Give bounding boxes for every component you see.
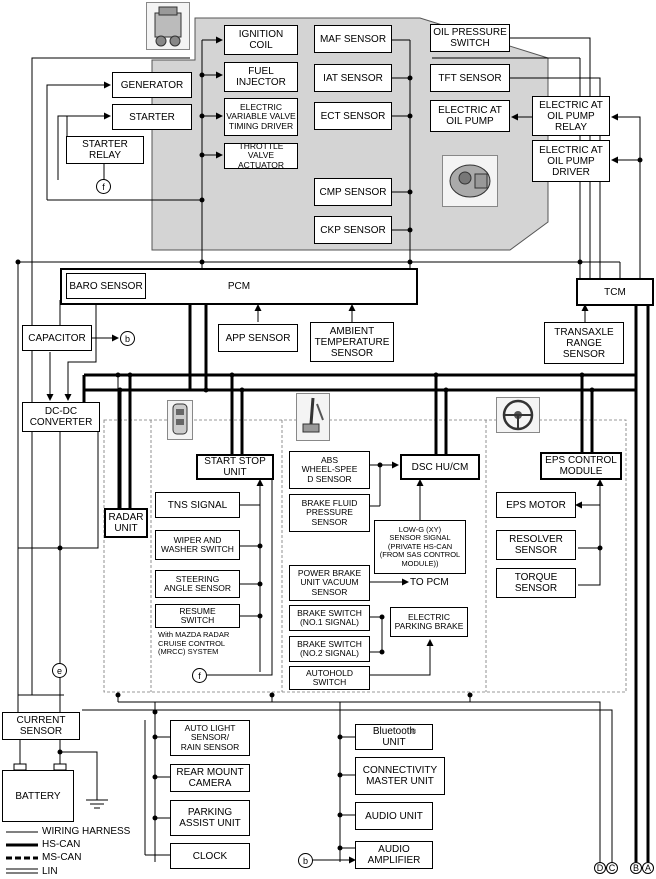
electric-at-oil-pump-driver-box: ELECTRIC AT OIL PUMP DRIVER xyxy=(532,140,610,182)
connectivity-master-unit-box: CONNECTIVITY MASTER UNIT xyxy=(355,757,445,795)
bluetooth-unit-label: Bluetooth UNIT xyxy=(372,726,416,748)
clock-box: CLOCK xyxy=(170,843,250,869)
dashed-zone-chassis xyxy=(103,419,627,693)
to-pcm-label: TO PCM xyxy=(410,577,449,588)
brake-fluid-pressure-sensor-box: BRAKE FLUID PRESSURE SENSOR xyxy=(289,494,370,532)
capacitor-box: CAPACITOR xyxy=(22,325,92,351)
engine-icon xyxy=(146,2,190,50)
starter-box: STARTER xyxy=(112,104,192,130)
eps-motor-box: EPS MOTOR xyxy=(496,492,576,518)
oil-pressure-switch-box: OIL PRESSURE SWITCH xyxy=(430,24,510,52)
eps-control-module-box: EPS CONTROL MODULE xyxy=(540,452,622,480)
connector-f-top: f xyxy=(96,179,111,194)
ckp-sensor-box: CKP SENSOR xyxy=(314,216,392,244)
key-fob-icon xyxy=(167,400,193,440)
pcm-label: PCM xyxy=(227,281,251,292)
resume-switch-box: RESUME SWITCH xyxy=(155,604,240,628)
auto-light-rain-sensor-box: AUTO LIGHT SENSOR/ RAIN SENSOR xyxy=(170,720,250,756)
bluetooth-unit-box: Bluetooth UNIT ® xyxy=(355,724,433,750)
legend-wiring-harness: WIRING HARNESS xyxy=(42,826,131,837)
radar-unit-box: RADAR UNIT xyxy=(104,508,148,538)
transmission-icon xyxy=(442,155,498,207)
battery-box: BATTERY xyxy=(2,770,74,822)
ect-sensor-box: ECT SENSOR xyxy=(314,102,392,130)
start-stop-unit-box: START STOP UNIT xyxy=(196,454,274,480)
brake-switch-1-box: BRAKE SWITCH (NO.1 SIGNAL) xyxy=(289,605,370,631)
brake-switch-2-box: BRAKE SWITCH (NO.2 SIGNAL) xyxy=(289,636,370,662)
audio-unit-box: AUDIO UNIT xyxy=(355,802,433,830)
dsc-hu-cm-box: DSC HU/CM xyxy=(400,454,480,480)
autohold-switch-box: AUTOHOLD SWITCH xyxy=(289,666,370,690)
maf-sensor-box: MAF SENSOR xyxy=(314,25,392,53)
steering-wheel-icon xyxy=(496,397,540,433)
junction-dots xyxy=(15,72,643,851)
electric-at-oil-pump-relay-box: ELECTRIC AT OIL PUMP RELAY xyxy=(532,96,610,136)
tns-signal-box: TNS SIGNAL xyxy=(155,492,240,518)
generator-box: GENERATOR xyxy=(112,72,192,98)
throttle-valve-box: THROTTLE VALVE ACTUATOR xyxy=(224,141,298,170)
parking-assist-unit-box: PARKING ASSIST UNIT xyxy=(170,800,250,836)
audio-amplifier-box: AUDIO AMPLIFIER xyxy=(355,841,433,869)
abs-wheel-speed-sensor-box: ABS WHEEL-SPEE D SENSOR xyxy=(289,451,370,489)
connector-b-top: b xyxy=(120,331,135,346)
brake-pedal-icon xyxy=(296,393,330,441)
legend-hs-can: HS-CAN xyxy=(42,839,81,850)
electric-at-oil-pump-box: ELECTRIC AT OIL PUMP xyxy=(430,100,510,132)
ignition-coil-box: IGNITION COIL xyxy=(224,25,298,55)
transaxle-range-sensor-box: TRANSAXLE RANGE SENSOR xyxy=(544,322,624,364)
legend-lines xyxy=(6,831,38,874)
low-g-sensor-signal-box: LOW-G (XY) SENSOR SIGNAL (PRIVATE HS-CAN… xyxy=(374,520,466,574)
ambient-temp-sensor-box: AMBIENT TEMPERATURE SENSOR xyxy=(310,322,394,362)
legend-lin: LIN xyxy=(42,866,58,877)
iat-sensor-box: IAT SENSOR xyxy=(314,64,392,92)
connector-f-bottom: f xyxy=(192,668,207,683)
starter-relay-box: STARTER RELAY xyxy=(66,136,144,164)
tft-sensor-box: TFT SENSOR xyxy=(430,64,510,92)
resolver-sensor-box: RESOLVER SENSOR xyxy=(496,530,576,560)
cmp-sensor-box: CMP SENSOR xyxy=(314,178,392,206)
app-sensor-box: APP SENSOR xyxy=(218,324,298,352)
baro-sensor-box: BARO SENSOR xyxy=(66,273,146,299)
torque-sensor-box: TORQUE SENSOR xyxy=(496,568,576,598)
tcm-box: TCM xyxy=(576,278,654,306)
terminal-D: D xyxy=(594,862,606,874)
connector-b-bottom: b xyxy=(298,853,313,868)
mrcc-note: With MAZDA RADAR CRUISE CONTROL (MRCC) S… xyxy=(158,630,230,656)
terminal-B: B xyxy=(630,862,642,874)
power-brake-vacuum-sensor-box: POWER BRAKE UNIT VACUUM SENSOR xyxy=(289,565,370,601)
connector-e: e xyxy=(52,663,67,678)
legend-ms-can: MS-CAN xyxy=(42,852,82,863)
electric-parking-brake-box: ELECTRIC PARKING BRAKE xyxy=(390,607,468,637)
terminal-A: A xyxy=(642,862,654,874)
wiper-washer-switch-box: WIPER AND WASHER SWITCH xyxy=(155,530,240,560)
current-sensor-box: CURRENT SENSOR xyxy=(2,712,80,740)
terminal-C: C xyxy=(606,862,618,874)
fuel-injector-box: FUEL INJECTOR xyxy=(224,62,298,92)
steering-angle-sensor-box: STEERING ANGLE SENSOR xyxy=(155,570,240,598)
evvt-driver-box: ELECTRIC VARIABLE VALVE TIMING DRIVER xyxy=(224,98,298,136)
registered-mark-icon: ® xyxy=(411,729,417,736)
dc-dc-converter-box: DC-DC CONVERTER xyxy=(22,402,100,432)
rear-mount-camera-box: REAR MOUNT CAMERA xyxy=(170,764,250,792)
